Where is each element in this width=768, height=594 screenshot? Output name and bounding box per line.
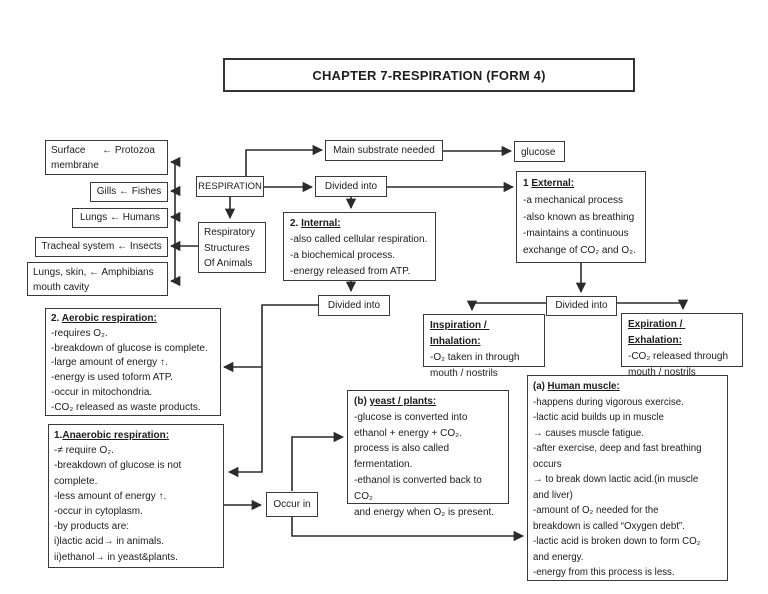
internal-heading: 2. Internal:	[290, 218, 341, 229]
aerobic-heading: 2. Aerobic respiration:	[51, 313, 157, 324]
anaerobic-text: -≠ require O₂. -breakdown of glucose is …	[54, 445, 182, 563]
aerobic-text: -requires O₂. -breakdown of glucose is c…	[51, 327, 208, 413]
main-substrate-label: Main substrate needed	[333, 144, 435, 156]
external-heading: 1 External:	[523, 178, 575, 189]
yeast-plants-text: -glucose is converted into ethanol + ene…	[354, 411, 495, 518]
gills-box: Gills ← Fishes	[90, 182, 168, 202]
divided-into-1-label: Divided into	[324, 180, 378, 192]
glucose-label: glucose	[521, 147, 556, 158]
human-muscle-heading: (a) Human muscle:	[533, 381, 620, 392]
lungs-skin-box: Lungs, skin, ← Amphibians mouth cavity	[27, 262, 168, 296]
lungs-skin-text: Lungs, skin, ← Amphibians mouth cavity	[33, 267, 154, 293]
divided-into-3-label: Divided into	[555, 300, 608, 312]
respiratory-structures-box: Respiratory Structures Of Animals	[198, 222, 266, 273]
arrow-occur-in-to-yeast	[291, 431, 345, 491]
yeast-plants-box: (b) yeast / plants: -glucose is converte…	[347, 390, 509, 518]
divided-into-2-label: Divided into	[327, 299, 381, 311]
divided-into-2-box: Divided into	[318, 295, 390, 316]
human-muscle-text: -happens during vigorous exercise. -lact…	[533, 396, 702, 579]
divided-into-3-box: Divided into	[546, 296, 617, 316]
arrow-divided2-to-anaerobic	[227, 304, 318, 478]
gills-label: Gills ← Fishes	[96, 186, 162, 198]
internal-text: -also called cellular respiration. -a bi…	[290, 234, 428, 277]
anaerobic-heading: 1.Anaerobic respiration:	[54, 430, 170, 441]
expiration-box: Expiration / Exhalation: -CO₂ released t…	[621, 313, 743, 378]
arrow-divided3-to-inspiration	[466, 300, 546, 312]
expiration-heading: Expiration / Exhalation:	[628, 319, 686, 346]
arrow-respiration-to-main-substrate	[245, 144, 324, 176]
yeast-plants-heading: (b) yeast / plants:	[354, 396, 437, 407]
tracheal-label: Tracheal system ← Insects	[41, 241, 162, 253]
external-box: 1 External: -a mechanical process -also …	[516, 171, 646, 263]
occur-in-label: Occur in	[273, 498, 311, 510]
tracheal-box: Tracheal system ← Insects	[35, 237, 168, 257]
lungs-label: Lungs ← Humans	[79, 212, 161, 224]
divided-into-1-box: Divided into	[315, 176, 387, 197]
occur-in-box: Occur in	[266, 492, 318, 517]
surface-membrane-text: Surface ← Protozoa membrane	[51, 145, 155, 171]
respiration-box: RESPIRATION	[196, 176, 264, 197]
human-muscle-box: (a) Human muscle: -happens during vigoro…	[527, 375, 728, 581]
external-text: -a mechanical process -also known as bre…	[523, 194, 636, 257]
lungs-box: Lungs ← Humans	[72, 208, 168, 228]
anaerobic-box: 1.Anaerobic respiration: -≠ require O₂. …	[48, 424, 224, 568]
internal-box: 2. Internal: -also called cellular respi…	[283, 212, 436, 281]
main-substrate-box: Main substrate needed	[325, 140, 443, 161]
aerobic-box: 2. Aerobic respiration: -requires O₂. -b…	[45, 308, 221, 416]
respiration-label: RESPIRATION	[198, 180, 262, 192]
inspiration-text: -O₂ taken in through mouth / nostrils	[430, 352, 520, 379]
arrow-occur-in-to-human-muscle	[291, 517, 525, 542]
surface-membrane-box: Surface ← Protozoa membrane	[45, 140, 168, 175]
expiration-text: -CO₂ released through mouth / nostrils	[628, 351, 729, 378]
arrow-divided3-to-expiration	[617, 299, 689, 311]
respiratory-structures-text: Respiratory Structures Of Animals	[204, 227, 256, 269]
page-title: CHAPTER 7-RESPIRATION (FORM 4)	[223, 58, 635, 92]
inspiration-heading: Inspiration / Inhalation:	[430, 320, 490, 347]
inspiration-box: Inspiration / Inhalation: -O₂ taken in t…	[423, 314, 545, 379]
glucose-box: glucose	[514, 141, 565, 162]
